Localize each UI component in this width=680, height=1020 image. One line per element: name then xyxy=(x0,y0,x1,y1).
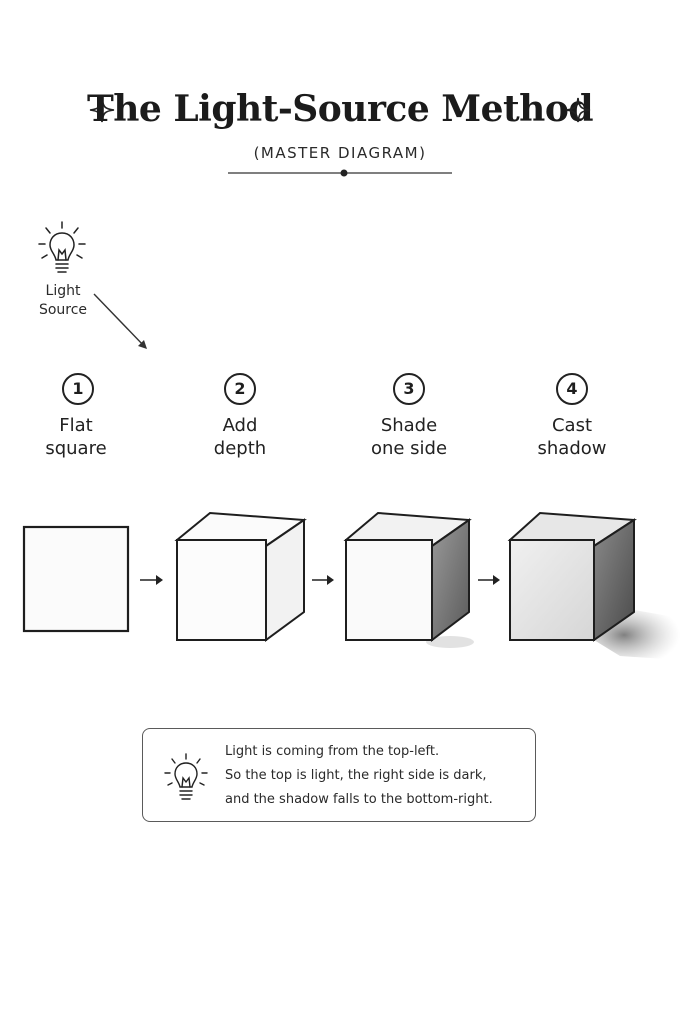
step-1-label-line2: square xyxy=(45,438,107,459)
note-box: Light is coming from the top-left. So th… xyxy=(142,728,536,822)
cube-shaded-drawing xyxy=(343,511,474,648)
step-1-label: Flat square xyxy=(16,414,136,460)
arrow-right-icon xyxy=(478,575,500,585)
step-1-number: 1 xyxy=(62,373,94,405)
step-4-label-line2: shadow xyxy=(537,438,607,459)
step-4-label: Cast shadow xyxy=(512,414,632,460)
step-3-label-line1: Shade xyxy=(380,415,438,436)
note-line-2: So the top is light, the right side is d… xyxy=(225,768,487,783)
shapes-row xyxy=(22,511,680,660)
cube-shadow-drawing xyxy=(507,511,680,660)
step-3-label-line2: one side xyxy=(370,438,448,459)
step-2-label-line1: Add xyxy=(222,415,258,436)
light-source-line2: Source xyxy=(38,302,88,318)
sparkle-icon-right xyxy=(565,97,591,123)
page-subtitle: (MASTER DIAGRAM) xyxy=(253,144,427,162)
step-1-label-line1: Flat xyxy=(59,415,93,436)
step-3-label: Shade one side xyxy=(349,414,469,460)
page-title: The Light-Source Method xyxy=(86,88,594,130)
cube-depth-drawing xyxy=(174,511,307,642)
flat-square-drawing xyxy=(22,525,130,633)
lightbulb-icon xyxy=(38,221,86,273)
light-source-label: Light Source xyxy=(28,282,98,320)
step-4-label-line1: Cast xyxy=(551,415,593,436)
title-divider xyxy=(228,169,452,177)
note-line-1: Light is coming from the top-left. xyxy=(225,744,440,759)
light-direction-arrow xyxy=(93,293,147,349)
arrow-right-icon xyxy=(312,575,334,585)
step-2-number: 2 xyxy=(224,373,256,405)
arrow-right-icon xyxy=(140,575,163,585)
step-3-number: 3 xyxy=(393,373,425,405)
sparkle-icon-left xyxy=(89,97,115,123)
lightbulb-icon xyxy=(164,753,208,800)
note-line-3: and the shadow falls to the bottom-right… xyxy=(225,792,493,807)
step-2-label: Add depth xyxy=(180,414,300,460)
step-2-label-line2: depth xyxy=(213,438,267,459)
step-4-number: 4 xyxy=(556,373,588,405)
light-source-line1: Light xyxy=(45,283,81,299)
